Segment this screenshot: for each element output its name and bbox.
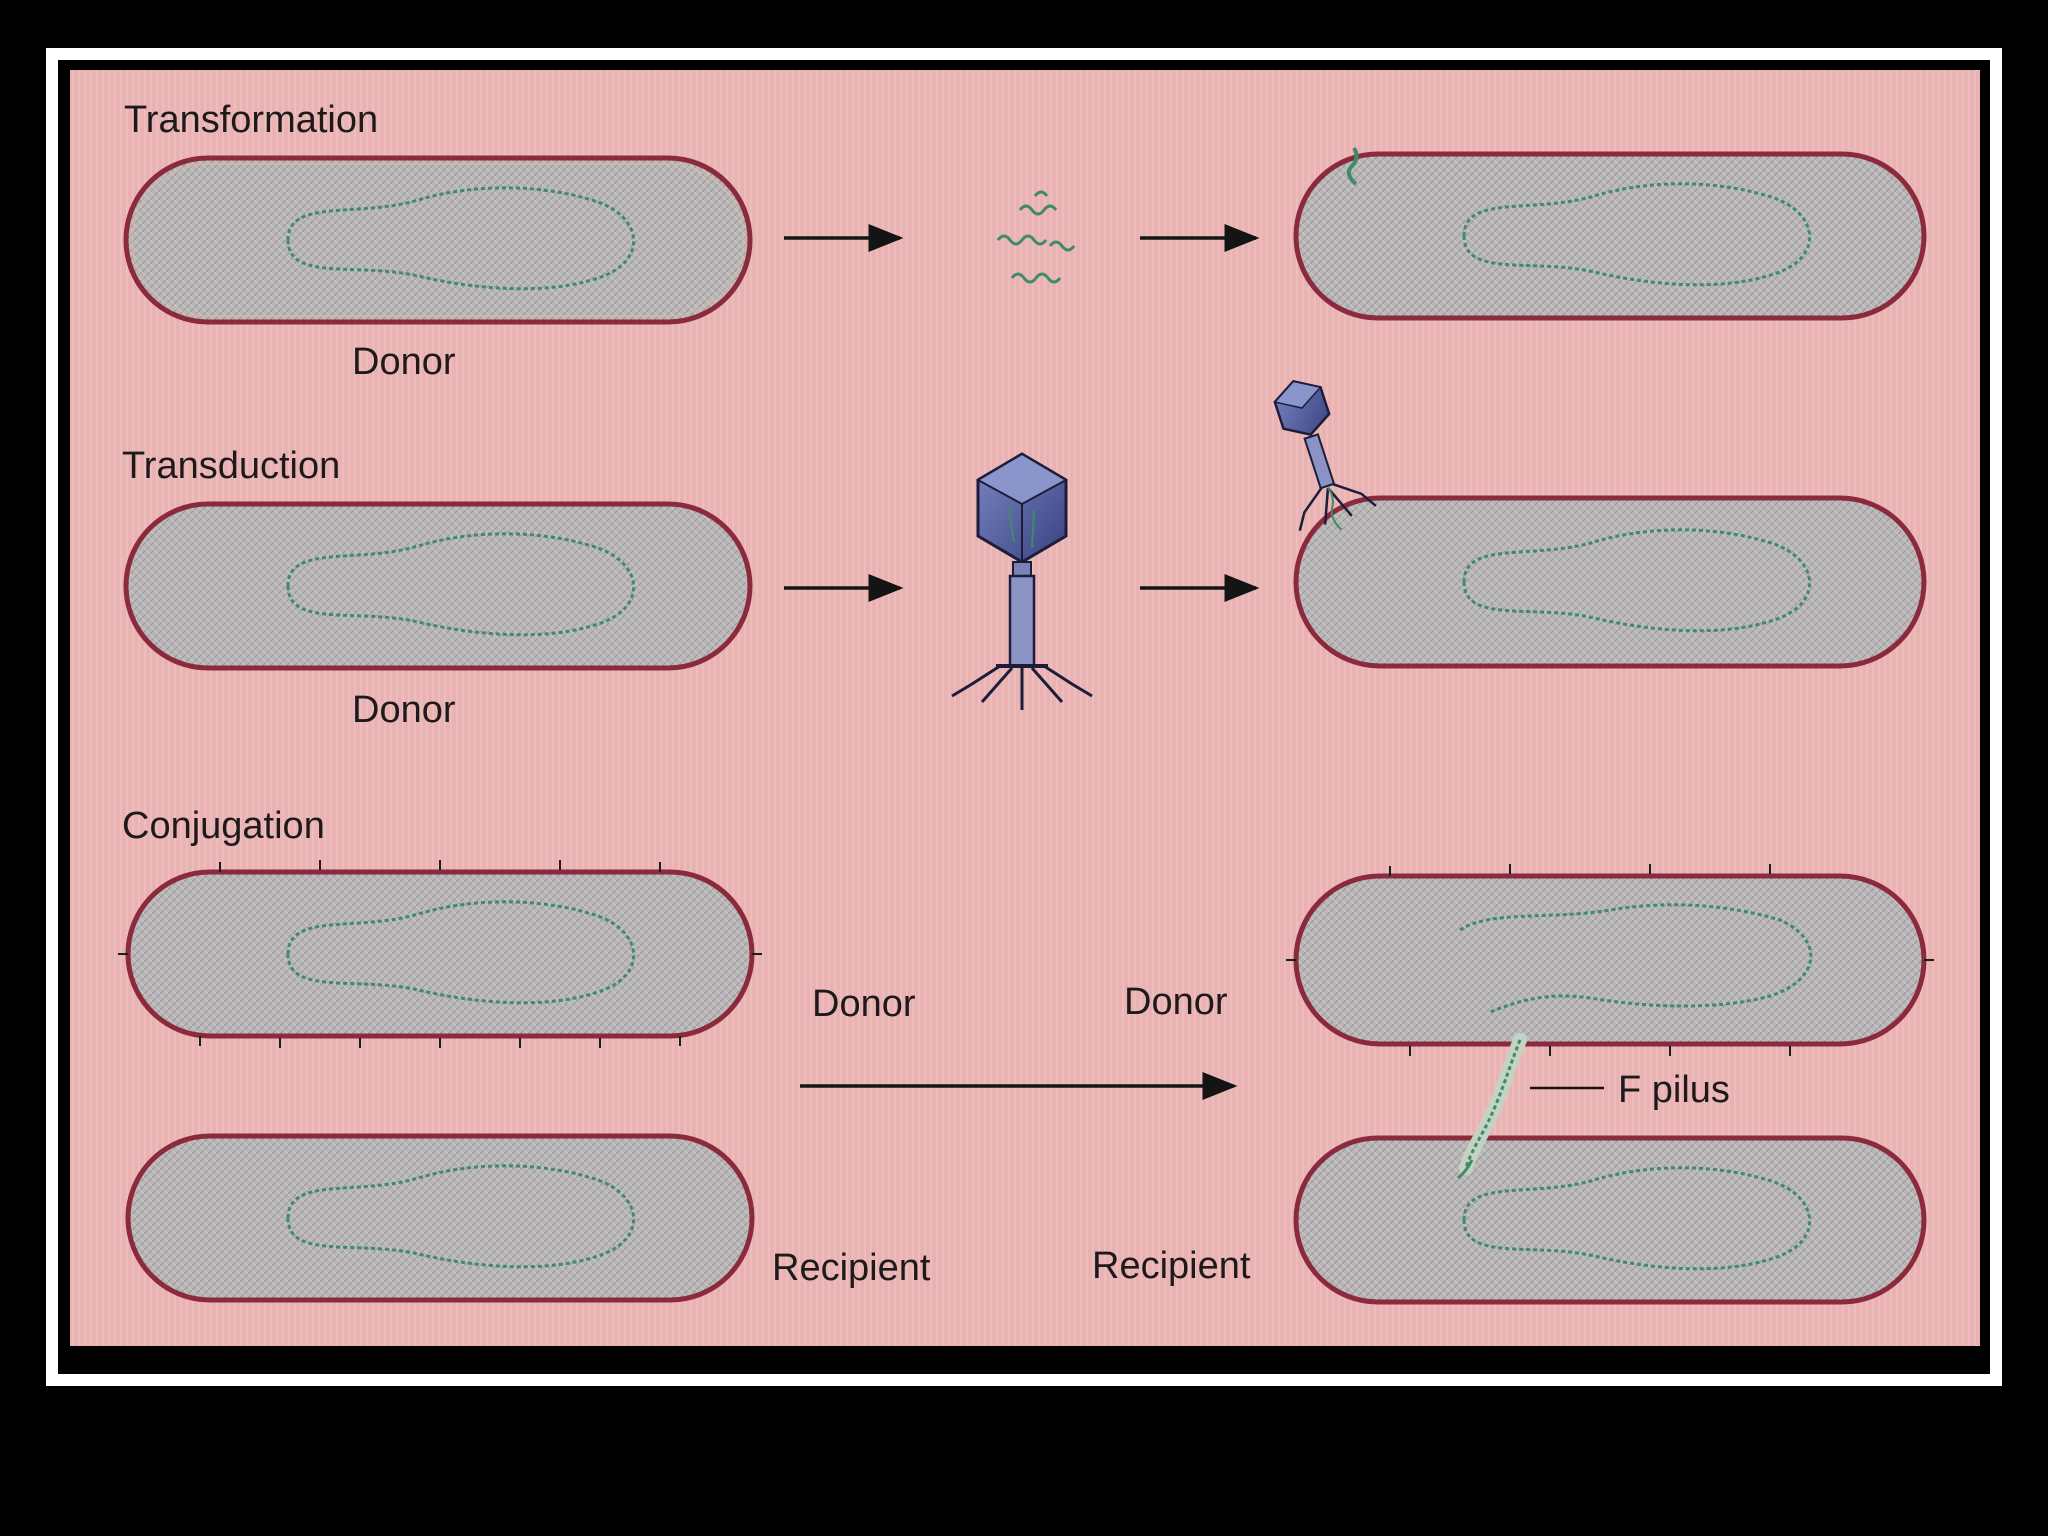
bacteriophage-icon <box>951 452 1093 710</box>
transduction-title: Transduction <box>122 445 340 487</box>
donor-cell <box>118 860 762 1048</box>
donor-label: Donor <box>352 689 456 731</box>
donor-label-left: Donor <box>812 983 916 1025</box>
recipient-cell <box>1293 495 1927 669</box>
recipient-label-right: Recipient <box>1092 1245 1251 1287</box>
donor-label-right: Donor <box>1124 981 1228 1023</box>
recipient-cell <box>1293 1135 1927 1305</box>
donor-cell <box>1286 864 1934 1056</box>
f-pilus-label: F pilus <box>1618 1069 1730 1111</box>
transformation-section: Transformation Donor <box>123 99 1927 383</box>
donor-cell <box>123 155 753 325</box>
conjugation-title: Conjugation <box>122 805 325 847</box>
donor-cell <box>123 501 753 671</box>
bacteriophage-attached-icon <box>1273 379 1377 531</box>
recipient-label-left: Recipient <box>772 1247 931 1289</box>
transformation-title: Transformation <box>124 99 378 141</box>
recipient-cell <box>125 1133 755 1303</box>
f-pilus-icon <box>1457 1033 1527 1180</box>
conjugation-section: Conjugation Donor <box>118 805 1934 1305</box>
donor-label: Donor <box>352 341 456 383</box>
dna-fragments-icon <box>996 190 1076 284</box>
recipient-cell <box>1293 146 1927 321</box>
transduction-section: Transduction Donor <box>122 379 1927 731</box>
